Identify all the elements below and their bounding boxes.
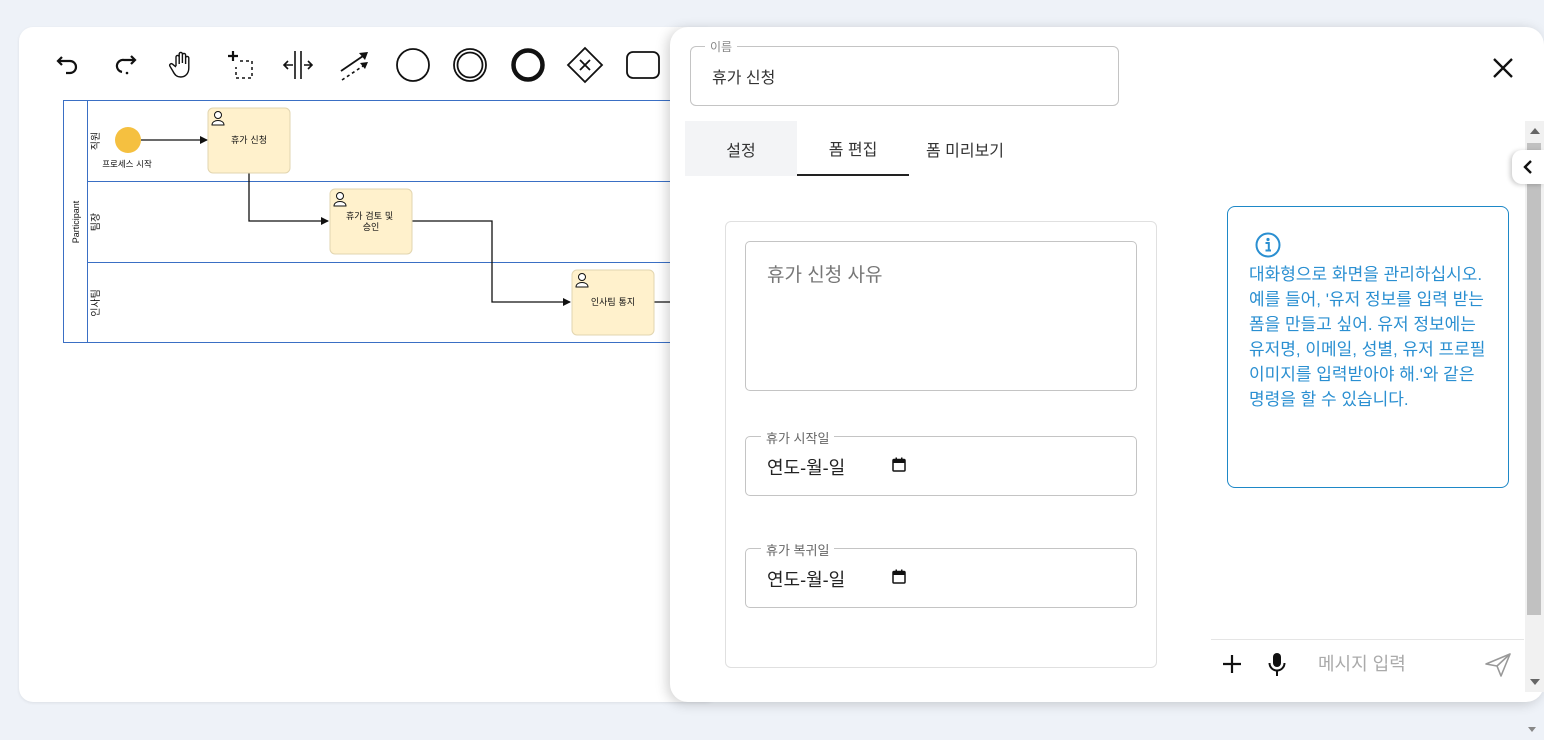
tab-settings[interactable]: 설정 [685, 121, 797, 176]
close-icon [1493, 58, 1513, 78]
user-task-icon [333, 192, 347, 207]
add-icon[interactable] [1221, 653, 1243, 675]
sequence-flow-2[interactable] [248, 173, 329, 225]
task-review-approve[interactable]: 휴가 검토 및 승인 [329, 188, 413, 255]
leave-return-date-field[interactable]: 휴가 복귀일 연도-월-일 [745, 540, 1137, 608]
leave-start-date-field[interactable]: 휴가 시작일 연도-월-일 [745, 428, 1137, 496]
hand-tool-button[interactable] [154, 43, 212, 87]
space-tool-button[interactable] [269, 43, 327, 87]
toolbar-palette [39, 43, 672, 87]
intermediate-event-tool-button[interactable] [442, 43, 500, 87]
name-field[interactable]: 이름 [690, 38, 1119, 106]
lane-employee[interactable]: 직원 [87, 132, 720, 182]
info-text: 대화형으로 화면을 관리하십시오. 예를 들어, '유저 정보를 입력 받는 폼… [1249, 265, 1486, 409]
lasso-tool-icon [228, 51, 253, 79]
hand-tool-icon [168, 51, 190, 78]
lane-label-hr: 인사팀 [90, 289, 102, 317]
form-editor-canvas[interactable]: 휴가 시작일 연도-월-일 휴가 복귀일 연도-월-일 [725, 221, 1157, 668]
info-icon [1255, 232, 1281, 258]
panel-scrollbar[interactable] [1525, 121, 1544, 692]
lane-label-employee: 직원 [90, 132, 102, 150]
undo-icon [56, 56, 77, 75]
space-tool-icon [282, 51, 313, 79]
collapse-panel-button[interactable] [1512, 150, 1544, 184]
bpmn-diagram[interactable]: Participant 직원 팀장 인사팀 프로세스 시작 [19, 27, 719, 702]
start-event-label: 프로세스 시작 [102, 159, 152, 170]
lasso-tool-button[interactable] [212, 43, 270, 87]
bpmn-canvas[interactable]: Participant 직원 팀장 인사팀 프로세스 시작 [19, 27, 719, 702]
name-input[interactable] [692, 48, 1117, 104]
start-event[interactable]: 프로세스 시작 [102, 127, 152, 170]
pool-participant[interactable]: Participant [63, 100, 720, 343]
calendar-icon[interactable] [892, 569, 906, 584]
leave-reason-field[interactable] [745, 241, 1137, 391]
user-task-icon [575, 273, 589, 288]
leave-return-date-legend: 휴가 복귀일 [761, 540, 835, 559]
lane-team-lead[interactable]: 팀장 [87, 213, 720, 263]
task-label: 휴가 신청 [231, 135, 267, 146]
assistant-info-message: 대화형으로 화면을 관리하십시오. 예를 들어, '유저 정보를 입력 받는 폼… [1227, 206, 1509, 488]
chevron-left-icon [1523, 160, 1532, 174]
microphone-icon[interactable] [1267, 652, 1287, 678]
end-event-icon [511, 48, 545, 82]
task-hr-notify[interactable]: 인사팀 통지 [571, 269, 655, 336]
task-icon [625, 51, 660, 79]
task-label: 휴가 검토 및 승인 [346, 210, 396, 233]
redo-icon [116, 55, 137, 75]
leave-start-date-legend: 휴가 시작일 [761, 428, 835, 447]
sequence-flow-3[interactable] [411, 220, 571, 306]
task-leave-request[interactable]: 휴가 신청 [207, 107, 291, 174]
tab-form-preview[interactable]: 폼 미리보기 [925, 142, 1005, 160]
calendar-icon[interactable] [892, 457, 906, 472]
scroll-down-arrow[interactable] [1530, 679, 1540, 685]
start-event-icon [395, 48, 430, 82]
undo-button[interactable] [39, 43, 97, 87]
end-event-tool-button[interactable] [499, 43, 557, 87]
leave-reason-textarea[interactable] [747, 243, 1135, 389]
leave-return-date-value[interactable]: 연도-월-일 [767, 570, 846, 590]
panel-tabs: 설정 폼 편집 폼 미리보기 [685, 121, 1021, 176]
user-task-icon [211, 111, 225, 126]
gateway-icon [566, 46, 604, 84]
lane-label-team-lead: 팀장 [90, 213, 102, 231]
close-button[interactable] [1488, 53, 1518, 83]
chat-message-input[interactable] [1306, 646, 1466, 682]
scroll-thumb[interactable] [1527, 143, 1541, 615]
page-scroll-down-arrow[interactable] [1528, 727, 1536, 732]
global-connect-tool-icon [340, 52, 369, 81]
task-tool-button[interactable] [614, 43, 672, 87]
gateway-tool-button[interactable] [557, 43, 615, 87]
leave-start-date-value[interactable]: 연도-월-일 [767, 458, 846, 478]
tab-form-edit[interactable]: 폼 편집 [797, 121, 909, 176]
intermediate-event-icon [453, 48, 488, 82]
scroll-up-arrow[interactable] [1530, 128, 1540, 134]
task-label: 인사팀 통지 [591, 296, 635, 308]
chat-input-bar [1211, 639, 1524, 702]
lane-hr[interactable]: 인사팀 [90, 289, 102, 317]
start-event-tool-button[interactable] [384, 43, 442, 87]
global-connect-tool-button[interactable] [327, 43, 385, 87]
send-icon[interactable] [1484, 652, 1512, 678]
redo-button[interactable] [97, 43, 155, 87]
pool-label: Participant [71, 200, 81, 243]
properties-panel: 이름 설정 폼 편집 폼 미리보기 휴가 시작일 연도-월-일 휴가 복귀일 [670, 27, 1544, 702]
